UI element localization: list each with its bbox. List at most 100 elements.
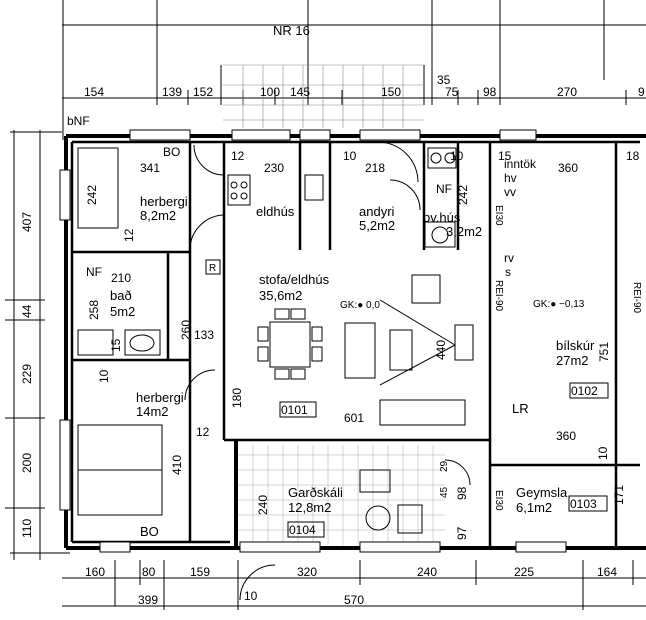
- dim-15: 15: [498, 149, 512, 163]
- dining-table: [269, 321, 311, 368]
- dim-bottom-7: 164: [597, 565, 617, 579]
- patio-grid-top: [223, 64, 424, 128]
- dim-98: 98: [455, 486, 469, 500]
- room-name-bilskur: bílskúr: [556, 338, 595, 353]
- dim-left-4: 200: [20, 453, 34, 473]
- room-name-eldhus: eldhús: [256, 204, 295, 219]
- stove: [227, 174, 251, 206]
- label-hv: hv: [504, 171, 517, 185]
- dim-258: 258: [87, 300, 101, 320]
- room-code-0102: 0102: [571, 384, 598, 398]
- dim-top-8: 98: [483, 85, 497, 99]
- dim-242b: 242: [456, 185, 470, 205]
- conservatory-grid: [238, 445, 445, 545]
- dim-29: 29: [439, 460, 450, 472]
- tv-unit: [454, 324, 474, 361]
- label-nf-right: NF: [436, 182, 452, 196]
- dim-10c: 10: [97, 369, 111, 383]
- r-box: [205, 259, 221, 275]
- room-area-bilskur: 27m2: [556, 353, 589, 368]
- bed-small: [77, 147, 119, 229]
- room-code-0103: 0103: [570, 497, 597, 511]
- furniture: [77, 147, 474, 534]
- label-rv: rv: [504, 251, 514, 265]
- windows: [59, 129, 567, 553]
- dim-133: 133: [194, 328, 214, 342]
- room-area-andyri: 5,2m2: [359, 218, 395, 233]
- dim-top-4: 100: [260, 85, 280, 99]
- dim-bottom-5: 240: [417, 565, 437, 579]
- label-nf-left: NF: [86, 265, 102, 279]
- washer: [424, 221, 456, 248]
- label-gk-1: GK:● 0,0: [340, 300, 380, 311]
- dim-top-3: 152: [193, 85, 213, 99]
- dim-12a: 12: [231, 149, 245, 163]
- label-lr: LR: [512, 401, 529, 416]
- label-vv: vv: [504, 185, 516, 199]
- laundry-sink: [427, 147, 457, 169]
- dim-bottom-8: 399: [138, 593, 158, 607]
- armchair-1: [411, 274, 441, 304]
- room-labels: herbergi 8,2m2 bað 5m2 herbergi 14m2 eld…: [110, 194, 595, 515]
- door-swings: [184, 141, 471, 601]
- dim-12b: 12: [122, 228, 136, 242]
- dim-12c: 12: [196, 425, 210, 439]
- dim-bottom-4: 320: [297, 565, 317, 579]
- label-bnf: bNF: [67, 114, 90, 128]
- dim-10b: 10: [450, 149, 464, 163]
- room-area-gardskali: 12,8m2: [288, 500, 331, 515]
- top-dimensions: 154 139 152 100 145 150 75 98 270 35: [84, 73, 577, 99]
- room-name-stofa: stofa/eldhús: [259, 272, 330, 287]
- label-rei90-a: REI-90: [493, 280, 504, 312]
- room-area-bad: 5m2: [110, 304, 135, 319]
- dim-bottom-9: 570: [344, 593, 364, 607]
- kitchen-sink: [304, 174, 324, 201]
- dim-410: 410: [170, 455, 184, 475]
- dim-751: 751: [597, 342, 611, 362]
- dim-top-6: 150: [381, 85, 401, 99]
- garden-table: [365, 505, 391, 531]
- sofa: [344, 322, 376, 379]
- room-code-0101: 0101: [281, 403, 308, 417]
- sideboard: [379, 399, 466, 426]
- label-bo-top: BO: [163, 145, 180, 159]
- room-area-thvhus: 3,2m2: [446, 224, 482, 239]
- room-codes: 0101 0102 0103 0104: [281, 384, 598, 537]
- dim-601: 601: [344, 411, 364, 425]
- dim-top-1: 154: [84, 85, 104, 99]
- dim-218: 218: [365, 161, 385, 175]
- dim-left-3: 229: [20, 364, 34, 384]
- plan-title: NR 16: [273, 23, 310, 38]
- dim-bottom-2: 80: [142, 565, 156, 579]
- dim-240: 240: [256, 495, 270, 515]
- toilet: [77, 329, 114, 356]
- label-rei90-b: REI-90: [631, 282, 642, 314]
- interior-walls: [70, 140, 640, 548]
- room-name-bad: bað: [110, 288, 132, 303]
- dim-top-10: 35: [437, 73, 451, 87]
- label-s: s: [505, 265, 511, 279]
- dim-97: 97: [455, 526, 469, 540]
- inner-dimensions: 341 242 12 12 230 10 218 10 15 360 18 24…: [85, 85, 645, 540]
- dim-bottom-3: 159: [190, 565, 210, 579]
- garden-chair-2: [397, 504, 423, 534]
- dim-10d: 10: [596, 446, 610, 460]
- label-bo-bottom: BO: [140, 524, 159, 539]
- dim-left-1: 407: [20, 212, 34, 232]
- dim-9: 9: [638, 85, 645, 99]
- dim-210: 210: [111, 271, 131, 285]
- room-name-gardskali: Garðskáli: [288, 485, 343, 500]
- dim-45: 45: [439, 486, 450, 498]
- dim-bottom-1: 160: [85, 565, 105, 579]
- dim-180: 180: [230, 388, 244, 408]
- dim-bottom-6: 225: [514, 565, 534, 579]
- dim-260: 260: [179, 320, 193, 340]
- room-area-stofa: 35,6m2: [259, 288, 302, 303]
- bathtub: [124, 329, 161, 356]
- bed-double-top: [77, 424, 163, 471]
- label-ei30-b: EI30: [493, 490, 504, 511]
- dim-bottom-10: 10: [244, 589, 258, 603]
- room-name-thvhus: þv.hús: [423, 210, 461, 225]
- label-ei30-a: EI30: [493, 205, 504, 226]
